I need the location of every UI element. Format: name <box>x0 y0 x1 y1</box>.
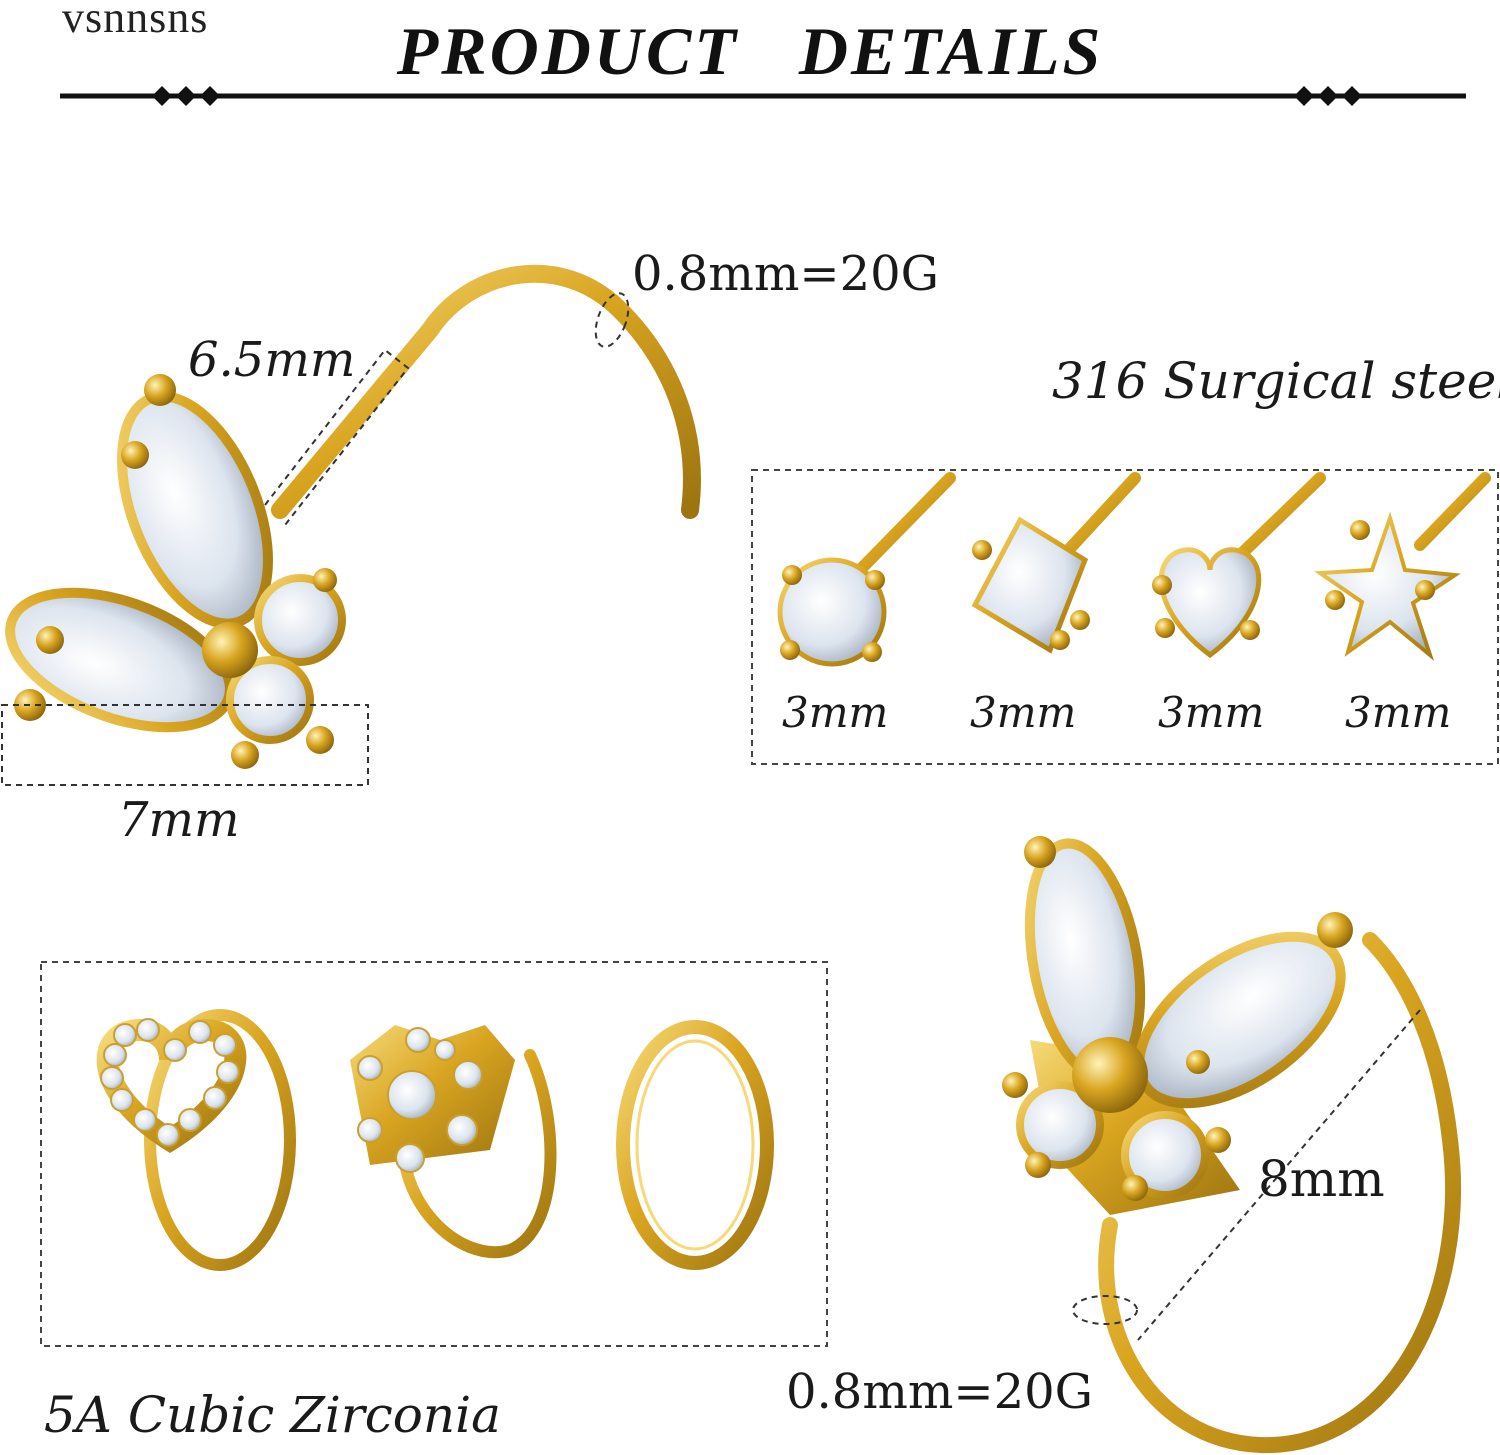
stone-label: 5A Cubic Zirconia <box>44 1386 501 1444</box>
stud-size-label-2: 3mm <box>970 688 1077 737</box>
brand-name: vsnnsns <box>62 0 209 42</box>
diameter-label-ring: 8mm <box>1258 1150 1385 1208</box>
gauge-label-top: 0.8mm=20G <box>632 246 940 302</box>
page-title: PRODUCT DETAILS <box>396 13 1104 89</box>
dimension-lines-top <box>1 292 630 786</box>
stud-size-label-3: 3mm <box>1158 688 1265 737</box>
heart-hoop-icon <box>96 1009 296 1271</box>
plain-hoop-icon <box>616 1020 774 1270</box>
height-label-top: 6.5mm <box>188 332 356 388</box>
material-label: 316 Surgical steel <box>1052 352 1500 410</box>
width-label-top: 7mm <box>118 792 240 848</box>
stud-size-label-4: 3mm <box>1345 688 1452 737</box>
nose-stud-set-icon <box>777 472 1491 667</box>
header-divider <box>60 86 1466 106</box>
butterfly-hoop-icon <box>1002 836 1462 1454</box>
stud-set-frame <box>751 469 1499 765</box>
butterfly-nose-screw-icon <box>5 264 701 769</box>
hoop-set-frame <box>40 961 828 1347</box>
crown-hoop-icon <box>350 1025 557 1259</box>
gauge-label-ring: 0.8mm=20G <box>786 1364 1094 1420</box>
dimension-lines-ring <box>1072 1009 1421 1341</box>
stud-size-label-1: 3mm <box>782 688 889 737</box>
